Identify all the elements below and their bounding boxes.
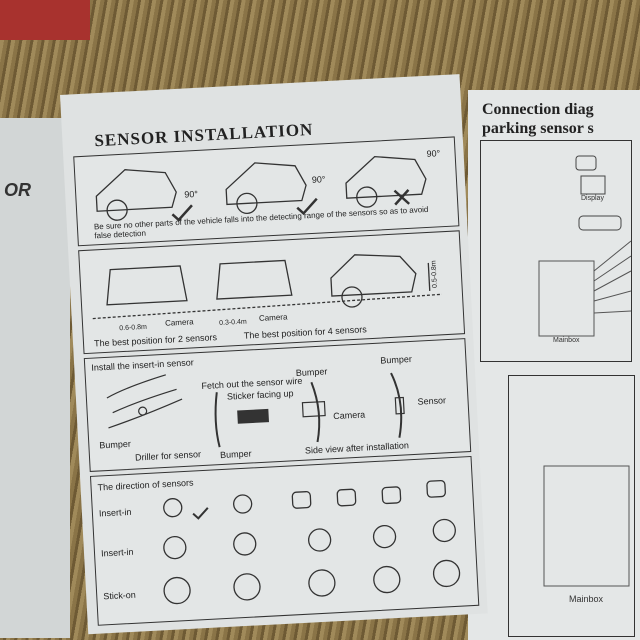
connection-diagram-box: Mainbox Display: [480, 140, 632, 362]
connection-title: Connection diag parking sensor s: [482, 100, 594, 138]
connection-diagram-box-2: Mainbox: [508, 375, 635, 637]
camera-label-1: Camera: [164, 317, 194, 328]
position-section: 0.6-0.8m Camera 0.3-0.4m Camera 0.5-0.8m…: [78, 230, 466, 355]
camera-label-3: Camera: [332, 409, 366, 422]
wiring-diagram: [538, 155, 631, 337]
installation-page: SENSOR INSTALLATION 90° 90° 90° Be sure …: [60, 74, 488, 635]
bumper-label-2: Bumper: [219, 448, 252, 461]
bumper-label-1: Bumper: [99, 438, 132, 451]
angle-label-2: 90°: [311, 174, 326, 185]
distance-4-sensors: 0.3-0.4m: [218, 318, 247, 327]
connection-title-line2: parking sensor s: [482, 120, 594, 137]
mainbox-label: Mainbox: [553, 337, 580, 344]
car-angle-illustrations: [95, 155, 427, 222]
mainbox-label-2: Mainbox: [569, 594, 604, 604]
display-label: Display: [581, 195, 604, 202]
direction-section: The direction of sensors Insert-in Inser…: [89, 455, 480, 626]
bumper-label-4: Bumper: [380, 353, 413, 366]
connection-title-line1: Connection diag: [482, 101, 594, 118]
insert-section: Install the insert-in sensor Bumper Dril…: [83, 338, 472, 472]
sensor-label: Sensor: [417, 395, 447, 407]
sensor-position-illustrations: [92, 254, 442, 320]
angle-section: 90° 90° 90° Be sure no other parts of th…: [73, 136, 460, 247]
camera-label-2: Camera: [258, 312, 288, 323]
bumper-label-3: Bumper: [295, 366, 328, 379]
height-label: 0.5-0.8m: [430, 260, 439, 289]
distance-2-sensors: 0.6-0.8m: [119, 323, 148, 333]
mainbox-diagram: [543, 465, 630, 587]
sensor-direction-icons: [163, 479, 461, 605]
connection-page: Connection diag parking sensor s Mainbox …: [468, 90, 640, 640]
insert-illustrations: [106, 372, 405, 448]
angle-label-3: 90°: [426, 148, 441, 159]
red-object: [0, 0, 90, 40]
left-page: OR: [0, 118, 70, 638]
angle-label-1: 90°: [184, 188, 199, 200]
left-page-fragment: OR: [4, 180, 31, 200]
